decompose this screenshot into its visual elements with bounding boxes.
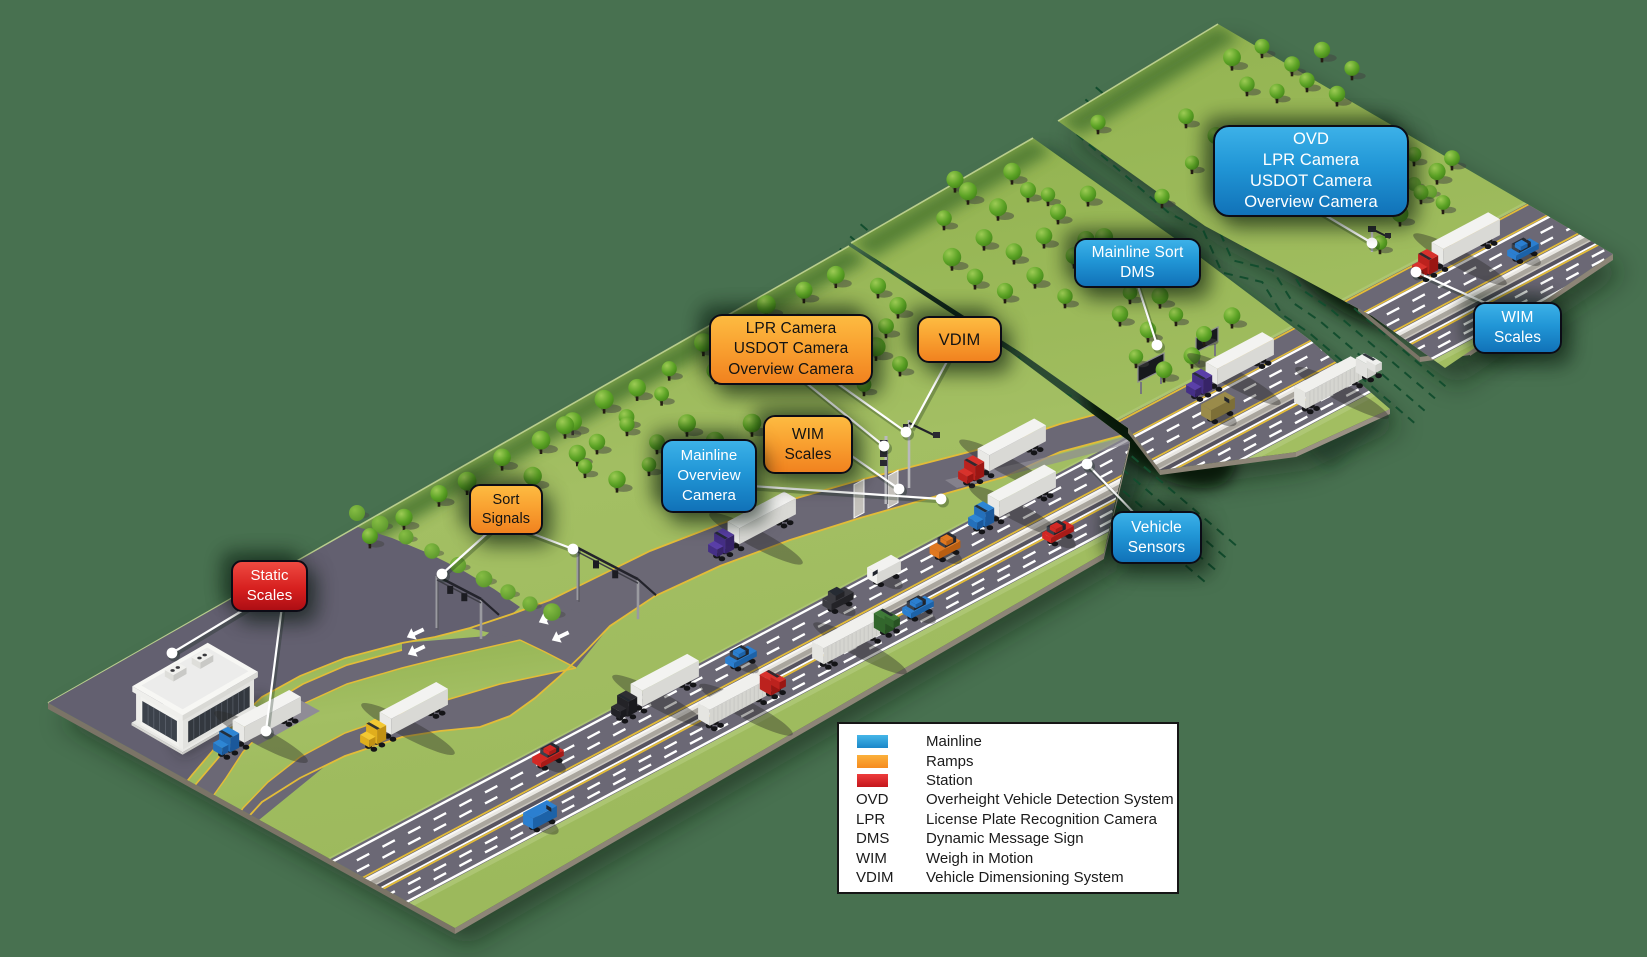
callout-wim-scales-mainline-label: WIM Scales [1493,309,1542,346]
legend-row-abbr: WIM Weigh in Motion [856,848,1177,867]
legend-swatch-ramps [857,754,888,768]
legend-abbr: LPR [856,810,886,828]
callout-lpr-group: LPR Camera USDOT Camera Overview Camera [709,314,873,385]
legend-row-abbr: LPR License Plate Recognition Camera [856,810,1177,829]
roadside-structures [435,226,1391,639]
callout-mainline-sort-dms-label: Mainline Sort DMS [1091,244,1184,281]
callout-wim-scales-ramp-label: WIM Scales [784,425,832,463]
callout-vdim: VDIM [917,316,1002,363]
leader-lines [166,210,1495,740]
legend-abbr: DMS [856,830,890,848]
callout-vdim-label: VDIM [938,330,981,349]
legend-row-abbr: OVD Overheight Vehicle Detection System [856,790,1177,809]
legend-row-swatch: Mainline [856,732,1177,751]
callout-sort-signals: Sort Signals [469,484,543,535]
legend-term: License Plate Recognition Camera [926,810,1157,828]
legend-label: Station [926,771,973,789]
callout-mainline-overview-camera-label: Mainline Overview Camera [677,447,741,504]
legend-row-abbr: VDIM Vehicle Dimensioning System [856,868,1177,887]
legend-term: Dynamic Message Sign [926,830,1084,848]
callout-mainline-overview-camera: Mainline Overview Camera [661,439,757,513]
legend-row-swatch: Ramps [856,751,1177,770]
legend-abbr: OVD [856,791,889,809]
legend-term: Overheight Vehicle Detection System [926,791,1174,809]
legend-row-abbr: DMS Dynamic Message Sign [856,829,1177,848]
legend-term: Weigh in Motion [926,849,1034,867]
callout-ovd-group-label: OVD LPR Camera USDOT Camera Overview Cam… [1244,130,1378,211]
callout-static-scales: Static Scales [231,560,308,612]
callout-static-scales-label: Static Scales [246,567,293,604]
callout-wim-scales-ramp: WIM Scales [763,415,853,474]
callout-ovd-group: OVD LPR Camera USDOT Camera Overview Cam… [1213,125,1409,217]
callout-vehicle-sensors: Vehicle Sensors [1111,511,1202,564]
legend-abbr: WIM [856,849,887,867]
callout-wim-scales-mainline: WIM Scales [1473,302,1562,354]
legend-label: Mainline [926,733,982,751]
legend-swatch-station [857,773,888,787]
legend-abbr: VDIM [856,868,894,886]
callout-lpr-group-label: LPR Camera USDOT Camera Overview Camera [728,319,854,378]
legend-term: Vehicle Dimensioning System [926,868,1124,886]
legend-label: Ramps [926,752,974,770]
callout-vehicle-sensors-label: Vehicle Sensors [1127,518,1186,556]
legend-swatch-mainline [857,735,888,749]
callout-sort-signals-label: Sort Signals [481,491,531,527]
callout-mainline-sort-dms: Mainline Sort DMS [1074,238,1201,288]
legend-row-swatch: Station [856,771,1177,790]
